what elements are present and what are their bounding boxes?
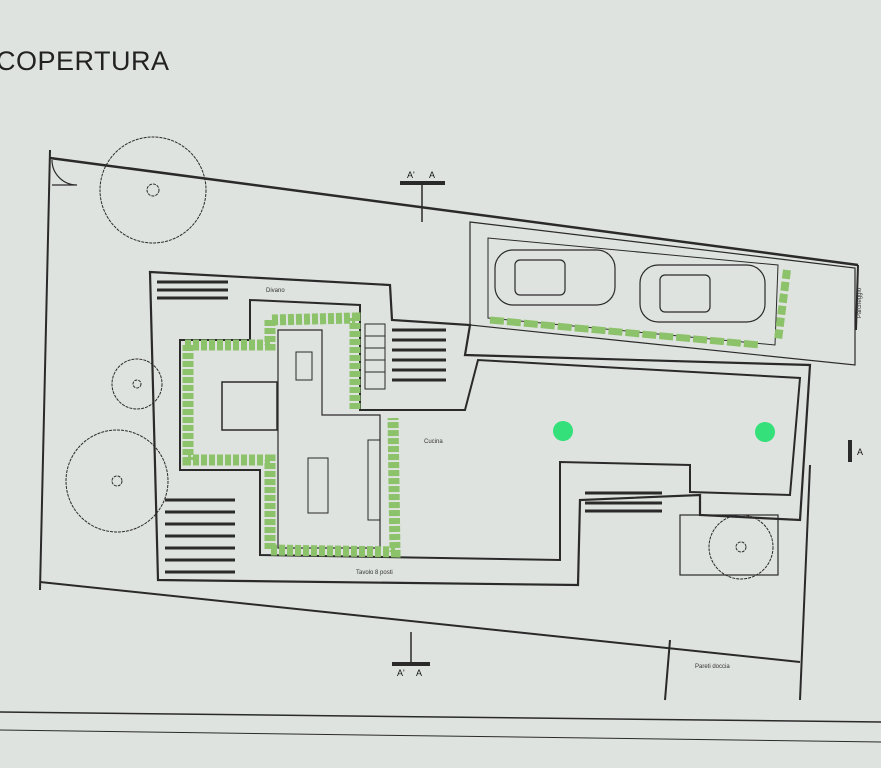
parking [469,221,856,366]
label-tavolo: Tavolo 8 posti [356,570,393,576]
section-mark-a-prime-bottom: A' [397,668,405,678]
section-mark-a-prime-top: A' [407,170,415,180]
building [148,270,812,587]
label-cucina: Cucina [424,439,443,445]
marker-icon [755,422,775,442]
marker-icon [553,421,573,441]
drawing-title: COPERTURA [0,46,170,76]
section-marks [392,181,852,666]
stairs-icon [364,323,386,390]
skylights [157,280,662,574]
section-mark-a-side: A [857,447,864,457]
section-mark-a-bottom: A [416,668,423,678]
label-pareti-doccia: Pareti doccia [695,664,730,670]
car-icon [639,264,766,323]
shower-area [679,514,779,576]
section-mark-a-top: A [429,170,436,180]
car-icon [494,249,616,306]
site-boundary [0,149,881,743]
label-divano: Divano [266,288,285,294]
label-parcheggio: Parcheggio [857,287,864,319]
